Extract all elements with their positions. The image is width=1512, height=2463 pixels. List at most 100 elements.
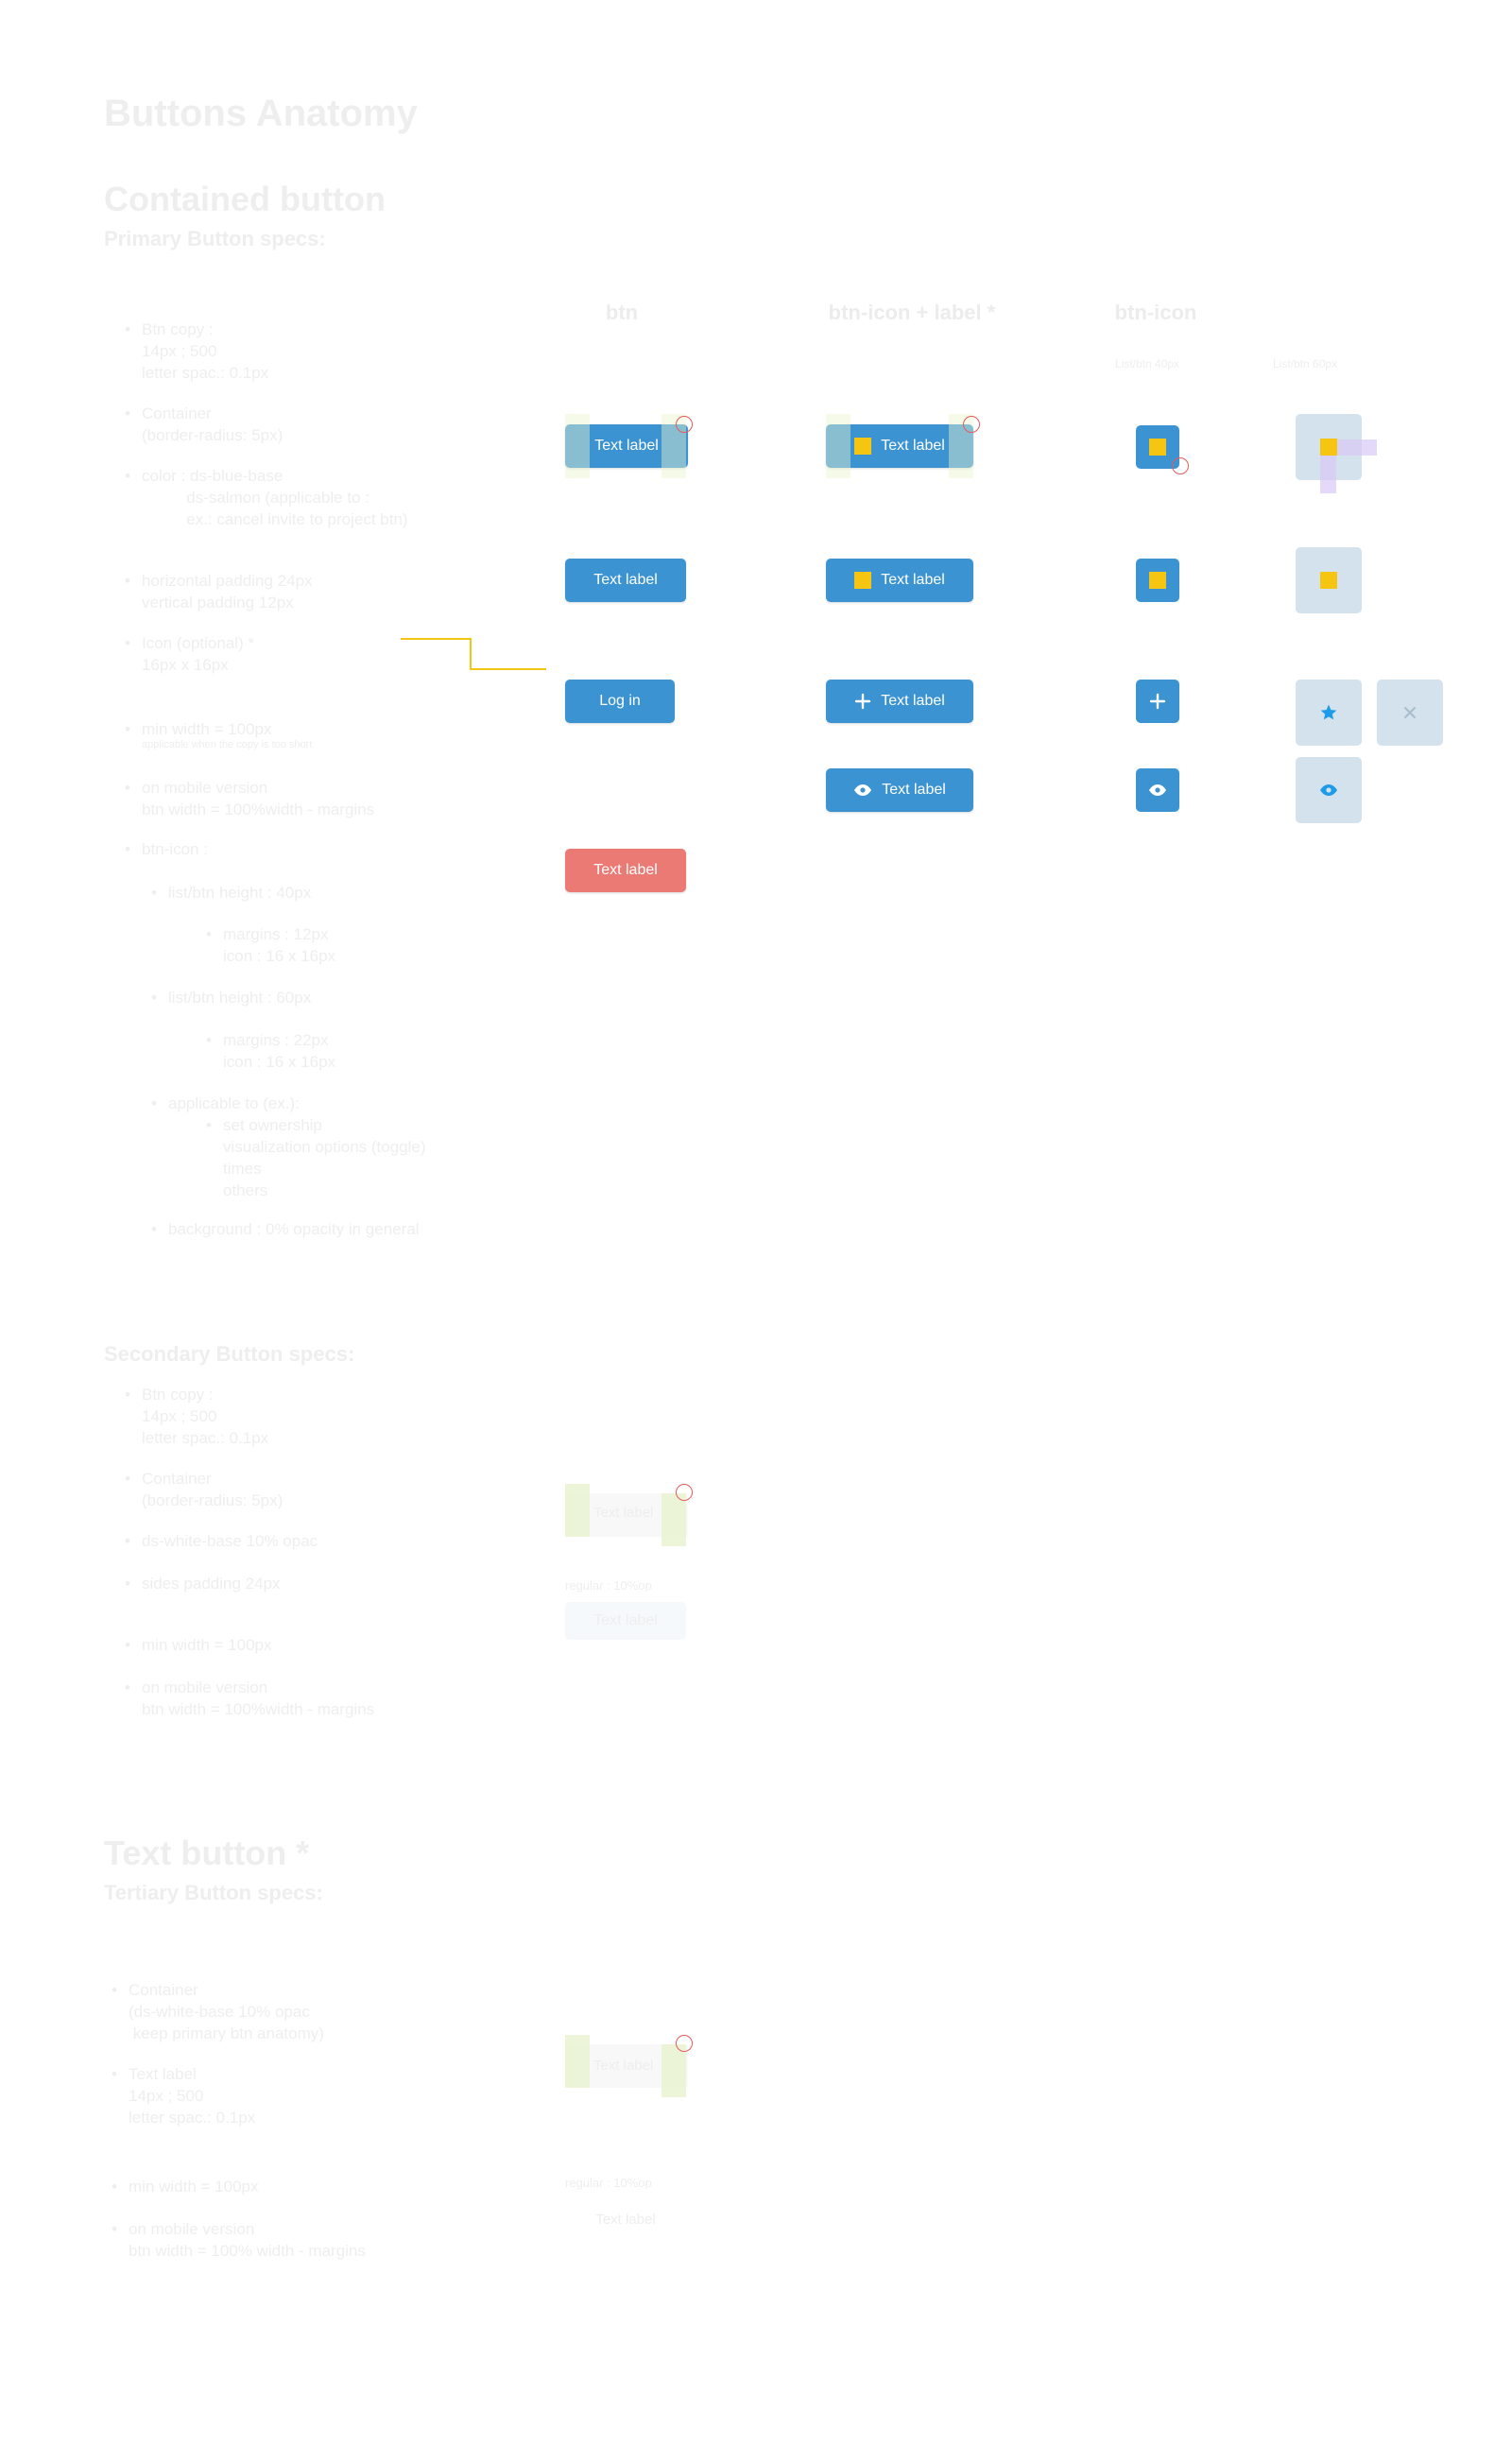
btn-label: Text label bbox=[881, 572, 945, 588]
secondary-specs: Btn copy : 14px ; 500 letter spac.: 0.1p… bbox=[125, 1384, 374, 1720]
eye-icon bbox=[1149, 784, 1166, 796]
primary-icon-btn[interactable] bbox=[1136, 559, 1179, 602]
spec-mobile: on mobile version btn width = 100%width … bbox=[125, 777, 374, 820]
spec-item: on mobile version btn width = 100%width … bbox=[125, 1677, 374, 1720]
spec-item: set ownership visualization options (tog… bbox=[206, 1114, 426, 1201]
min-width-note: applicable when the copy is too short bbox=[142, 739, 313, 750]
primary-specs-2: horizontal padding 24px vertical padding… bbox=[125, 570, 313, 676]
col-btn: btn bbox=[605, 301, 639, 324]
margin-overlay-h bbox=[1337, 439, 1377, 456]
placeholder-icon bbox=[1320, 572, 1337, 589]
spec-item: on mobile version btn width = 100% width… bbox=[112, 2218, 366, 2262]
placeholder-icon bbox=[1149, 439, 1166, 456]
radius-marker bbox=[676, 416, 693, 433]
primary-heading: Primary Button specs: bbox=[104, 227, 326, 250]
btn-label: Log in bbox=[599, 693, 641, 709]
eye-icon bbox=[1320, 784, 1337, 796]
spec-item: Text label 14px ; 500 letter spac.: 0.1p… bbox=[112, 2063, 366, 2128]
view-icon-button[interactable] bbox=[1136, 768, 1179, 812]
padding-left-overlay bbox=[565, 2035, 590, 2088]
spec-item: Container (border-radius: 5px) bbox=[125, 1468, 374, 1511]
eye-icon bbox=[854, 784, 872, 796]
col-btn-icon-label: btn-icon + label * bbox=[828, 301, 996, 324]
spec-item: margins : 22px icon : 16 x 16px bbox=[206, 1029, 335, 1073]
btn-label: Text label bbox=[881, 438, 945, 454]
spec-item: Container (border-radius: 5px) bbox=[125, 403, 408, 446]
spec-item: color : ds-blue-base ds-salmon (applicab… bbox=[125, 465, 408, 530]
spec-item: Btn copy : 14px ; 500 letter spac.: 0.1p… bbox=[125, 319, 408, 384]
col-btn-icon: btn-icon bbox=[1114, 301, 1197, 324]
spec-list40-sub: margins : 12px icon : 16 x 16px bbox=[206, 923, 335, 967]
anatomy-btn-icon-label[interactable]: Text label bbox=[826, 424, 973, 468]
spec-item: Icon (optional) * 16px x 16px bbox=[125, 632, 313, 676]
btn-label: Text label bbox=[881, 693, 945, 709]
tertiary-regular-label: regular : 10%op bbox=[565, 2176, 652, 2190]
add-icon-button[interactable] bbox=[1136, 680, 1179, 723]
tertiary-demo-label: Text label bbox=[593, 2058, 654, 2074]
secondary-regular-label: regular : 10%op bbox=[565, 1578, 652, 1593]
spec-item: horizontal padding 24px vertical padding… bbox=[125, 570, 313, 613]
spec-applicable: applicable to (ex.): bbox=[151, 1093, 300, 1114]
spec-item: Container (ds-white-base 10% opac keep p… bbox=[112, 1979, 366, 2044]
tertiary-specs: Container (ds-white-base 10% opac keep p… bbox=[112, 1979, 366, 2262]
spec-list60: list/btn height : 60px bbox=[151, 987, 311, 1008]
padding-right-overlay bbox=[662, 2044, 686, 2097]
star-tile[interactable] bbox=[1296, 680, 1362, 746]
text-button-heading: Text button * bbox=[104, 1834, 310, 1872]
spec-item: btn-icon : bbox=[125, 838, 208, 860]
plus-icon bbox=[855, 693, 871, 710]
view-text-button[interactable]: Text label bbox=[826, 768, 973, 812]
placeholder-icon bbox=[1149, 572, 1166, 589]
padding-right-overlay bbox=[662, 1493, 686, 1546]
padding-left-overlay bbox=[565, 1484, 590, 1537]
spec-item: list/btn height : 60px bbox=[151, 987, 311, 1008]
placeholder-icon bbox=[854, 572, 872, 589]
secondary-heading: Secondary Button specs: bbox=[104, 1342, 355, 1366]
spec-item: min width = 100px bbox=[112, 2176, 366, 2197]
spec-btn-icon: btn-icon : bbox=[125, 838, 208, 860]
plus-icon bbox=[1149, 693, 1166, 710]
add-text-button[interactable]: Text label bbox=[826, 680, 973, 723]
padding-left-overlay bbox=[826, 414, 850, 478]
spec-item: list/btn height : 40px bbox=[151, 882, 311, 904]
btn-label: Text label bbox=[593, 1612, 658, 1628]
spec-applicable-list: set ownership visualization options (tog… bbox=[206, 1114, 426, 1201]
primary-specs: Btn copy : 14px ; 500 letter spac.: 0.1p… bbox=[125, 319, 408, 555]
radius-marker bbox=[676, 2035, 693, 2052]
placeholder-icon bbox=[1320, 439, 1337, 456]
text-button[interactable]: Text label bbox=[595, 2211, 656, 2228]
primary-btn[interactable]: Text label bbox=[565, 559, 686, 602]
spec-item: background : 0% opacity in general bbox=[151, 1218, 420, 1240]
padding-left-overlay bbox=[565, 414, 590, 478]
list-tile-60[interactable] bbox=[1296, 547, 1362, 613]
login-button[interactable]: Log in bbox=[565, 680, 675, 723]
contained-heading: Contained button bbox=[104, 180, 386, 218]
primary-btn-icon-label[interactable]: Text label bbox=[826, 559, 973, 602]
btn-label: Text label bbox=[593, 862, 658, 878]
margin-overlay-v bbox=[1320, 456, 1336, 493]
secondary-button[interactable]: Text label bbox=[565, 1602, 686, 1640]
spec-item: ds-white-base 10% opac bbox=[125, 1530, 374, 1552]
spec-item: sides padding 24px bbox=[125, 1573, 374, 1594]
spec-list40: list/btn height : 40px bbox=[151, 882, 311, 904]
close-tile[interactable] bbox=[1377, 680, 1443, 746]
anatomy-btn[interactable]: Text label bbox=[565, 424, 688, 468]
spec-list60-sub: margins : 22px icon : 16 x 16px bbox=[206, 1029, 335, 1073]
spec-item: applicable to (ex.): bbox=[151, 1093, 300, 1114]
btn-label: Text label bbox=[593, 572, 658, 588]
close-icon bbox=[1404, 707, 1416, 718]
spec-background: background : 0% opacity in general bbox=[151, 1218, 420, 1240]
secondary-demo-label: Text label bbox=[593, 1505, 654, 1521]
btn-label: Text label bbox=[882, 782, 946, 798]
connector-line bbox=[401, 638, 546, 670]
spec-min-width: min width = 100px bbox=[125, 718, 272, 740]
tertiary-heading: Tertiary Button specs: bbox=[104, 1881, 323, 1904]
star-icon bbox=[1320, 704, 1337, 720]
col-list60: List/btn 60px bbox=[1273, 357, 1338, 370]
radius-marker bbox=[1172, 457, 1189, 474]
eye-tile[interactable] bbox=[1296, 757, 1362, 823]
cancel-button[interactable]: Text label bbox=[565, 849, 686, 892]
spec-item: min width = 100px bbox=[125, 1634, 374, 1656]
spec-item: margins : 12px icon : 16 x 16px bbox=[206, 923, 335, 967]
btn-label: Text label bbox=[594, 438, 659, 454]
